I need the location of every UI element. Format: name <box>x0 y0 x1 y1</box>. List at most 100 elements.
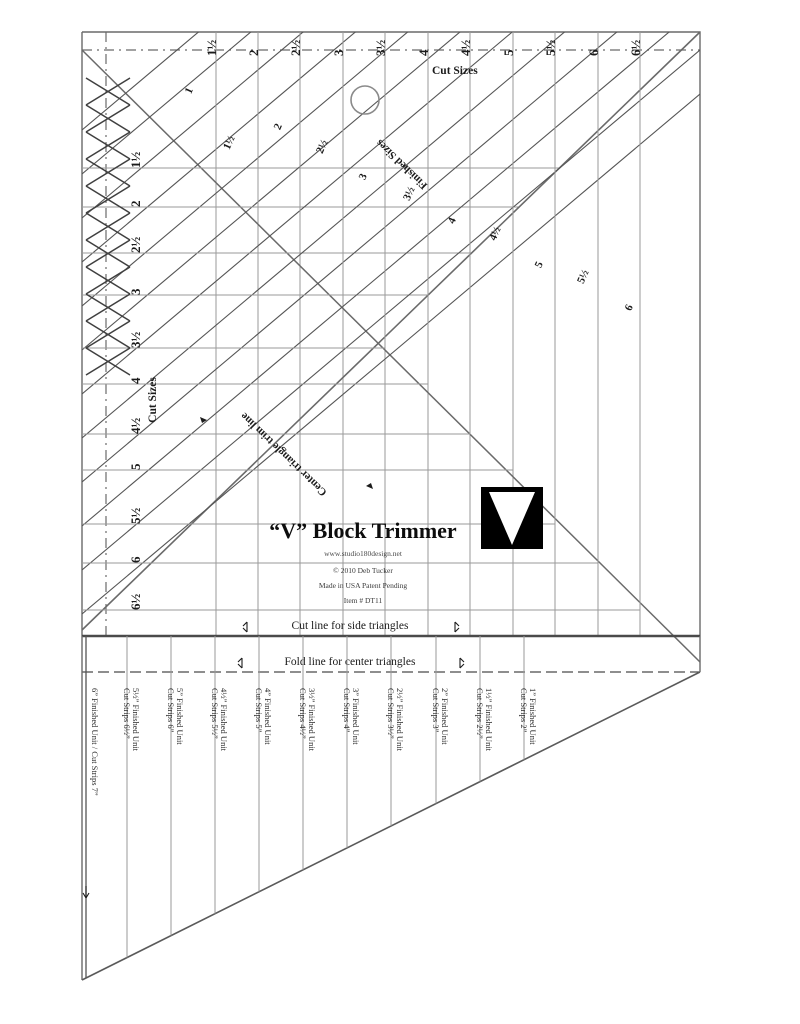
finished-size-tick-1½: 1½ <box>221 134 238 151</box>
fold-line-center-triangles-label: Fold line for center triangles <box>285 656 416 668</box>
lower-column-finished-label-3: 4½” Finished Unit <box>219 688 229 752</box>
left-scale-tick-4½: 4½ <box>128 418 143 435</box>
finished-size-tick-6: 6 <box>623 302 636 312</box>
lower-column-strips-label-8: Cut Strips 3” <box>431 688 441 733</box>
lower-column-strips-label-6: Cut Strips 4” <box>342 688 352 733</box>
lower-column-finished-label-5: 3½” Finished Unit <box>307 688 317 752</box>
top-cut-sizes-title: Cut Sizes <box>432 65 478 77</box>
top-scale-tick-4½: 4½ <box>458 40 473 57</box>
product-website[interactable]: www.studio180design.net <box>324 549 403 558</box>
product-item-number: Item # DT11 <box>344 596 383 605</box>
ascending-ray-9 <box>82 32 700 527</box>
stair-step-4 <box>82 32 386 349</box>
lower-column-strips-label-2: Cut Strips 6” <box>166 688 176 733</box>
finished-size-tick-1: 1 <box>183 86 196 96</box>
cut-line-side-triangles-label: Cut line for side triangles <box>292 620 409 632</box>
lower-column-finished-label-0: 6” Finished Unit / Cut Strips 7” <box>90 688 100 796</box>
left-cut-sizes-title: Cut Sizes <box>147 377 159 423</box>
left-scale-tick-4: 4 <box>128 377 143 384</box>
lower-column-finished-label-2: 5” Finished Unit <box>175 688 185 745</box>
lower-column-finished-label-7: 2½” Finished Unit <box>395 688 405 752</box>
top-scale-tick-3½: 3½ <box>373 40 388 57</box>
product-info-block: “V” Block Trimmer www.studio180design.ne… <box>269 518 457 605</box>
finished-size-tick-2½: 2½ <box>314 138 331 155</box>
stair-step-6 <box>82 32 471 435</box>
lower-column-finished-label-4: 4” Finished Unit <box>263 688 273 745</box>
zigzag-stroke-up <box>85 77 131 376</box>
ascending-ray-1 <box>82 32 700 175</box>
finished-size-tick-3: 3 <box>357 171 370 181</box>
top-scale-tick-5: 5 <box>501 49 516 56</box>
lower-column-strips-label-5: Cut Strips 4½” <box>298 688 308 739</box>
left-edge-zigzag-hatch <box>85 77 131 376</box>
product-copyright: © 2010 Deb Tucker <box>333 566 393 575</box>
alignment-circle-icon <box>350 85 380 115</box>
stair-step-lines <box>82 32 641 611</box>
top-scale-tick-3: 3 <box>331 49 346 56</box>
lower-column-strips-label-10: Cut Strips 2” <box>519 688 529 733</box>
ascending-ray-6 <box>82 32 700 395</box>
stair-step-2 <box>82 32 301 254</box>
stair-step-7 <box>82 32 514 471</box>
top-scale-tick-2½: 2½ <box>288 40 303 57</box>
stair-step-3 <box>82 32 344 296</box>
product-title: “V” Block Trimmer <box>269 518 457 543</box>
finished-size-tick-4: 4 <box>446 215 459 225</box>
center-triangle-trim-line <box>81 49 701 663</box>
lower-column-strips-label-1: Cut Strips 6½” <box>122 688 132 739</box>
top-scale-tick-5½: 5½ <box>543 40 558 57</box>
v-block-logo-icon <box>481 487 543 549</box>
lower-column-finished-label-10: 1” Finished Unit <box>528 688 538 745</box>
center-trim-label-arrows <box>200 417 373 489</box>
top-scale-tick-1½: 1½ <box>204 40 219 57</box>
lower-column-strips-label-9: Cut Strips 2½” <box>475 688 485 739</box>
stair-step-1 <box>82 32 259 208</box>
top-scale-tick-6½: 6½ <box>628 40 643 57</box>
lower-column-label-group-0: 6” Finished Unit / Cut Strips 7” <box>90 688 100 796</box>
ascending-ray-8 <box>82 32 700 483</box>
lower-column-finished-label-1: 5½” Finished Unit <box>131 688 141 752</box>
left-scale-tick-6: 6 <box>128 556 143 563</box>
stair-step-10 <box>82 32 641 611</box>
ascending-diagonal-rays <box>82 32 700 615</box>
left-scale-tick-2½: 2½ <box>128 237 143 254</box>
ascending-ray-5 <box>82 32 700 351</box>
ascending-ray-11 <box>82 93 700 615</box>
finished-size-tick-5: 5 <box>533 259 546 269</box>
left-scale-tick-2: 2 <box>128 201 143 208</box>
stair-step-0 <box>82 32 217 169</box>
finished-size-tick-5½: 5½ <box>575 268 592 285</box>
finished-size-labels: 1 1½ 2 2½ 3 3½ 4 4½ 5 5½ 6 <box>183 86 636 313</box>
left-scale-tick-5½: 5½ <box>128 508 143 525</box>
ascending-ray-2 <box>82 32 700 219</box>
finished-size-tick-3½: 3½ <box>401 185 418 202</box>
upper-body-outline <box>81 31 701 636</box>
left-scale-tick-6½: 6½ <box>128 594 143 611</box>
stair-step-8 <box>82 32 556 525</box>
lower-column-labels: 6” Finished Unit / Cut Strips 7” 5½” Fini… <box>90 688 538 796</box>
left-scale-tick-3½: 3½ <box>128 332 143 349</box>
ascending-ray-4 <box>82 32 700 307</box>
product-manufacture: Made in USA Patent Pending <box>319 581 408 590</box>
main-hypotenuse <box>81 31 701 631</box>
finished-size-tick-4½: 4½ <box>487 225 504 242</box>
lower-column-finished-label-9: 1½” Finished Unit <box>484 688 494 752</box>
ascending-ray-0 <box>82 32 700 131</box>
finished-size-tick-2: 2 <box>272 121 285 131</box>
stair-step-9 <box>82 32 599 564</box>
lower-column-strips-label-4: Cut Strips 5” <box>254 688 264 733</box>
top-scale-tick-4: 4 <box>416 49 431 56</box>
